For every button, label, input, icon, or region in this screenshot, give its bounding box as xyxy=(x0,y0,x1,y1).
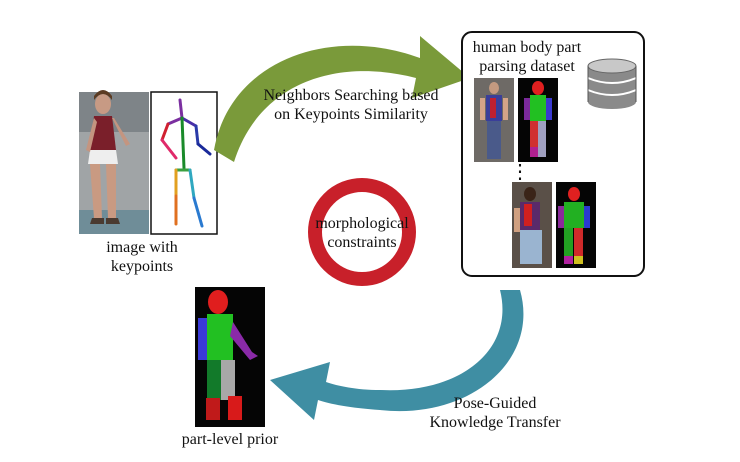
transfer-caption: Pose-Guided Knowledge Transfer xyxy=(410,394,580,432)
search-caption-line1: Neighbors Searching based xyxy=(263,87,439,104)
constraint-ring xyxy=(308,178,416,286)
input-caption: image with keypoints xyxy=(92,238,192,276)
dataset-photo-1 xyxy=(474,78,514,162)
search-caption: Neighbors Searching based on Keypoints S… xyxy=(246,86,456,124)
search-arrow xyxy=(214,36,470,162)
transfer-caption-line1: Pose-Guided xyxy=(453,395,537,412)
dataset-parse-1 xyxy=(518,78,558,162)
center-caption-line1: morphological xyxy=(315,215,409,232)
transfer-arrow xyxy=(270,290,524,420)
input-caption-line2: keypoints xyxy=(110,258,174,275)
dataset-photo-2 xyxy=(512,182,552,268)
dataset-parse-2 xyxy=(556,182,596,268)
dataset-caption-line2: parsing dataset xyxy=(479,58,575,75)
center-caption: morphological constraints xyxy=(302,214,422,252)
prior-caption: part-level prior xyxy=(181,431,279,448)
input-photo xyxy=(79,90,149,234)
search-caption-line2: on Keypoints Similarity xyxy=(274,106,428,123)
dataset-caption-line1: human body part xyxy=(472,39,582,56)
dataset-caption: human body part parsing dataset xyxy=(466,38,588,76)
part-level-prior-image xyxy=(195,287,265,427)
transfer-caption-line2: Knowledge Transfer xyxy=(429,414,561,431)
center-caption-line2: constraints xyxy=(327,234,397,251)
input-caption-line1: image with xyxy=(106,239,178,256)
ellipsis-text: ⋮ xyxy=(510,161,530,183)
skeleton-icon xyxy=(150,91,218,235)
database-icon xyxy=(587,58,637,109)
